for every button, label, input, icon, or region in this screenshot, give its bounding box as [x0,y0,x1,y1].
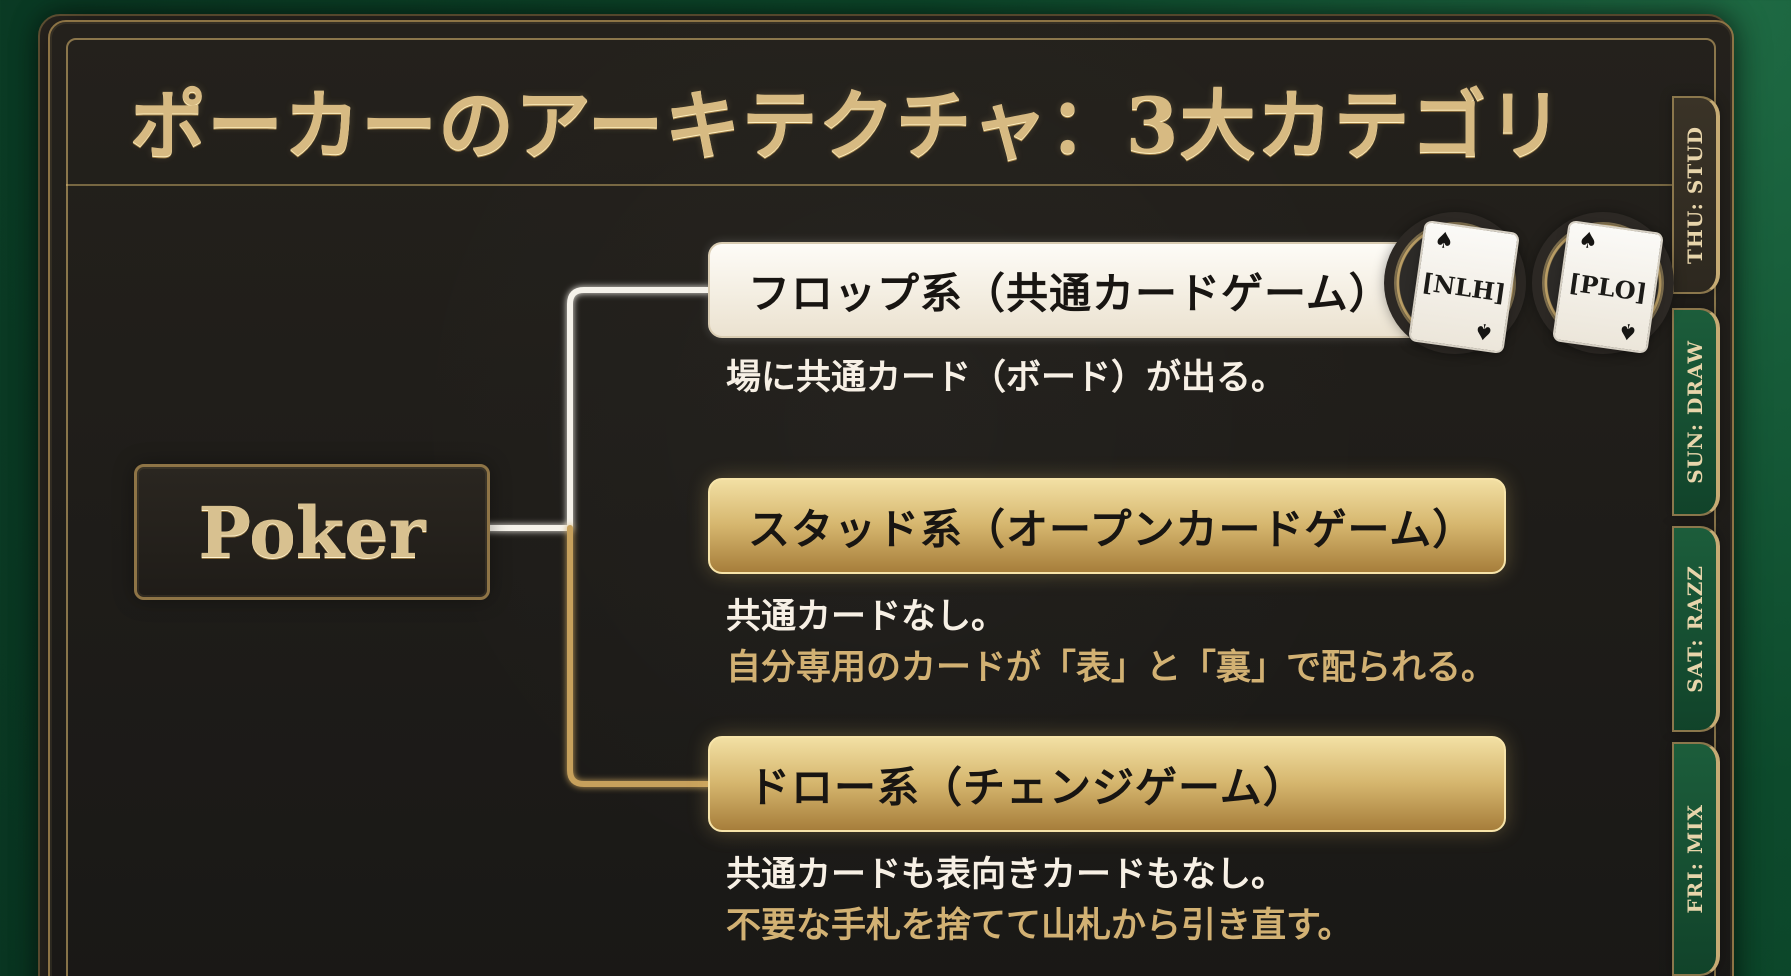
poker-root-label: Poker [198,490,426,574]
stud-category-label: スタッド系（オープンカードゲーム） [748,504,1476,554]
nlh-card: ♠ [NLH] ♠ [1407,219,1521,355]
poker-root-node: Poker [134,464,490,600]
tabs-column: THU: STUD SUN: DRAW SAT: RAZZ FRI: MIX [1664,96,1720,976]
draw-description-line-2: 不要な手札を捨てて山札から引き直す。 [726,905,1353,946]
plo-card: ♠ [PLO] ♠ [1551,219,1665,355]
plo-card-label: [PLO] [1567,267,1649,307]
tab-sun-draw[interactable]: SUN: DRAW [1672,308,1720,516]
nlh-card-label: [NLH] [1420,266,1508,308]
tab-label-thu-stud: THU: STUD [1683,126,1707,264]
draw-category-pill: ドロー系（チェンジゲーム） [708,736,1506,832]
flop-description-line-1: 場に共通カード（ボード）が出る。 [726,358,1287,398]
tab-thu-stud[interactable]: THU: STUD [1672,96,1720,294]
stud-category-pill: スタッド系（オープンカードゲーム） [708,478,1506,574]
page-title: ポーカーのアーキテクチャ：3大カテゴリ [130,81,1565,170]
tab-label-sat-razz: SAT: RAZZ [1683,565,1707,693]
spade-icon: ♠ [1432,227,1456,256]
stud-description-line-2: 自分専用のカードが「表」と「裏」で配られる。 [726,647,1497,688]
flop-category-label: フロップ系（共通カードゲーム） [748,268,1392,318]
flop-description: 場に共通カード（ボード）が出る。 [726,353,1286,404]
draw-description-line-1: 共通カードも表向きカードもなし。 [726,855,1287,895]
draw-description: 共通カードも表向きカードもなし。 不要な手札を捨てて山札から引き直す。 [726,850,1353,952]
stud-description-line-1: 共通カードなし。 [726,597,1007,637]
tab-label-sun-draw: SUN: DRAW [1683,340,1707,484]
spade-icon: ♠ [1472,316,1496,345]
title-panel: ポーカーのアーキテクチャ：3大カテゴリ [66,38,1716,186]
tab-fri-mix[interactable]: FRI: MIX [1672,742,1720,976]
tab-label-fri-mix: FRI: MIX [1683,804,1707,914]
stud-description: 共通カードなし。 自分専用のカードが「表」と「裏」で配られる。 [726,592,1496,694]
draw-category-label: ドロー系（チェンジゲーム） [748,762,1306,812]
spade-icon: ♠ [1616,316,1640,345]
tab-sat-razz[interactable]: SAT: RAZZ [1672,526,1720,732]
spade-icon: ♠ [1576,227,1600,256]
flop-category-pill: フロップ系（共通カードゲーム） [708,242,1460,338]
